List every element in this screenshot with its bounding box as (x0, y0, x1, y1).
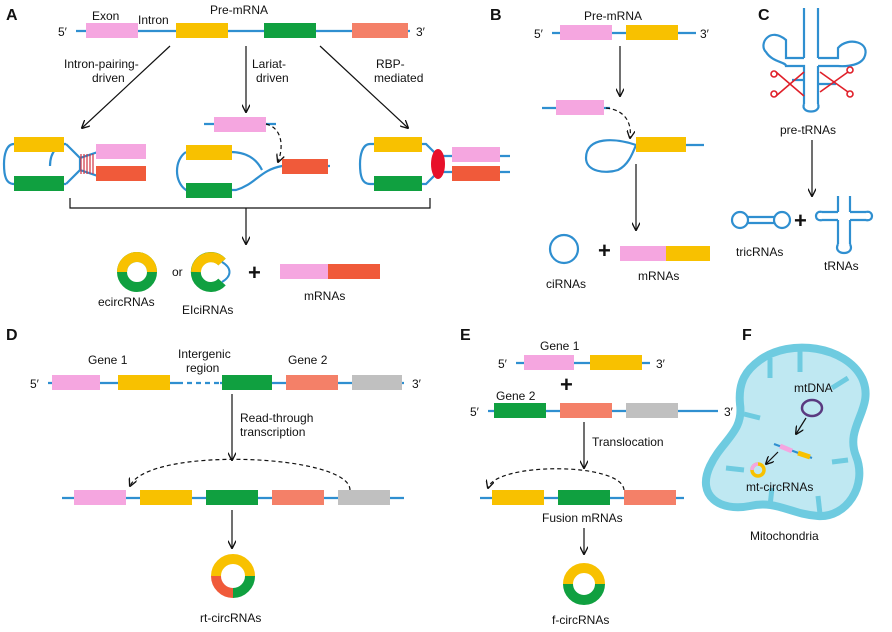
panel-b: B Pre-mRNA 5′ 3′ + ciRNAs mRNAs (490, 7, 710, 291)
rbp-structure (358, 137, 510, 191)
trna-icon (814, 196, 874, 255)
path3-line1: RBP- (376, 57, 405, 71)
mtdna-icon (800, 398, 824, 418)
exon-yellow (176, 23, 228, 38)
panel-e: E Gene 1 5′ 3′ + Gene 2 5′ 3′ Translocat… (460, 327, 734, 627)
panel-e-five-2: 5′ (470, 405, 480, 419)
panel-a: A Exon Intron Pre-mRNA 5′ 3′ Intron-pair… (2, 3, 510, 317)
panel-d-five: 5′ (30, 377, 40, 391)
panel-a-title: Pre-mRNA (210, 3, 268, 17)
panel-b-five: 5′ (534, 27, 544, 41)
panel-e-three-1: 3′ (656, 357, 666, 371)
panel-a-letter: A (6, 7, 18, 24)
panel-e-five-1: 5′ (498, 357, 508, 371)
rbp-protein (431, 149, 445, 179)
panel-e-three-2: 3′ (724, 405, 734, 419)
rt-circrna-icon (211, 575, 234, 598)
panel-b-title: Pre-mRNA (584, 9, 642, 23)
plus-c: + (794, 208, 807, 233)
mrna-b-label: mRNAs (638, 269, 679, 283)
eici-yellow (191, 252, 226, 273)
panel-f-letter: F (742, 327, 752, 344)
ecirc-label: ecircRNAs (98, 295, 155, 309)
mrna-a-label: mRNAs (304, 289, 345, 303)
trna-label: tRNAs (824, 259, 859, 273)
readthrough-line1: Read-through (240, 411, 313, 425)
exon-green (264, 23, 316, 38)
panel-d: D Gene 1 Intergenic region Gene 2 5′ 3′ … (6, 327, 422, 625)
mt-transcript (773, 443, 813, 460)
path3-line2: mediated (374, 71, 423, 85)
f-circrna-icon (563, 583, 605, 605)
f-circrna-label: f-circRNAs (552, 613, 609, 627)
exon-salmon (352, 23, 408, 38)
exon-label: Exon (92, 9, 119, 23)
exon-pink (86, 23, 138, 38)
arrow-intron-pairing (82, 45, 171, 128)
tricrna-label: tricRNAs (736, 245, 783, 259)
translocation-label: Translocation (592, 435, 664, 449)
readthrough-line2: transcription (240, 425, 305, 439)
intron-pairing-structure (2, 137, 146, 191)
ecirc-yellow (117, 252, 157, 273)
panel-e-letter: E (460, 327, 471, 344)
path1-line1: Intron-pairing- (64, 57, 139, 71)
panel-d-letter: D (6, 327, 18, 344)
panel-c-letter: C (758, 7, 770, 24)
cirna-circle (548, 233, 580, 265)
panel-f: F mtDNA mt-circRNAs Mitochondria (701, 327, 870, 543)
panel-a-three-prime: 3′ (416, 25, 426, 39)
plus-e: + (560, 372, 573, 397)
fusion-label: Fusion mRNAs (542, 511, 623, 525)
tricrna-icon (730, 210, 792, 230)
intergenic-line1: Intergenic (178, 347, 231, 361)
bracket (69, 198, 431, 209)
panel-a-five-prime: 5′ (58, 25, 68, 39)
eici-label: EIciRNAs (182, 303, 233, 317)
plus-b: + (598, 238, 611, 263)
gene2-e-label: Gene 2 (496, 389, 536, 403)
panel-b-three: 3′ (700, 27, 710, 41)
lariat-structure (175, 117, 330, 198)
mt-circrna-label: mt-circRNAs (746, 480, 813, 494)
arrow-rbp (319, 45, 408, 128)
intergenic-line2: region (186, 361, 219, 375)
cristae (725, 350, 850, 515)
panel-b-letter: B (490, 7, 502, 24)
path2-line2: driven (256, 71, 289, 85)
rt-circrna-label: rt-circRNAs (200, 611, 261, 625)
gene1-d-label: Gene 1 (88, 353, 128, 367)
panel-d-three: 3′ (412, 377, 422, 391)
mtdna-label: mtDNA (794, 381, 833, 395)
gene2-d-label: Gene 2 (288, 353, 328, 367)
pre-trna-structure (762, 8, 867, 113)
intron-label: Intron (138, 13, 169, 27)
pre-trna-label: pre-tRNAs (780, 123, 836, 137)
gene1-e-label: Gene 1 (540, 339, 580, 353)
panel-c: C pre-tRNAs + tri (730, 7, 874, 273)
base-pairing-lines (80, 154, 94, 174)
cirna-label: ciRNAs (546, 277, 586, 291)
mitochondria-label: Mitochondria (750, 529, 819, 543)
scissors-icon (770, 66, 854, 98)
path1-line2: driven (92, 71, 125, 85)
plus-a: + (248, 260, 261, 285)
or-label: or (172, 265, 183, 279)
path2-line1: Lariat- (252, 57, 286, 71)
mitochondrion-icon (701, 343, 870, 521)
